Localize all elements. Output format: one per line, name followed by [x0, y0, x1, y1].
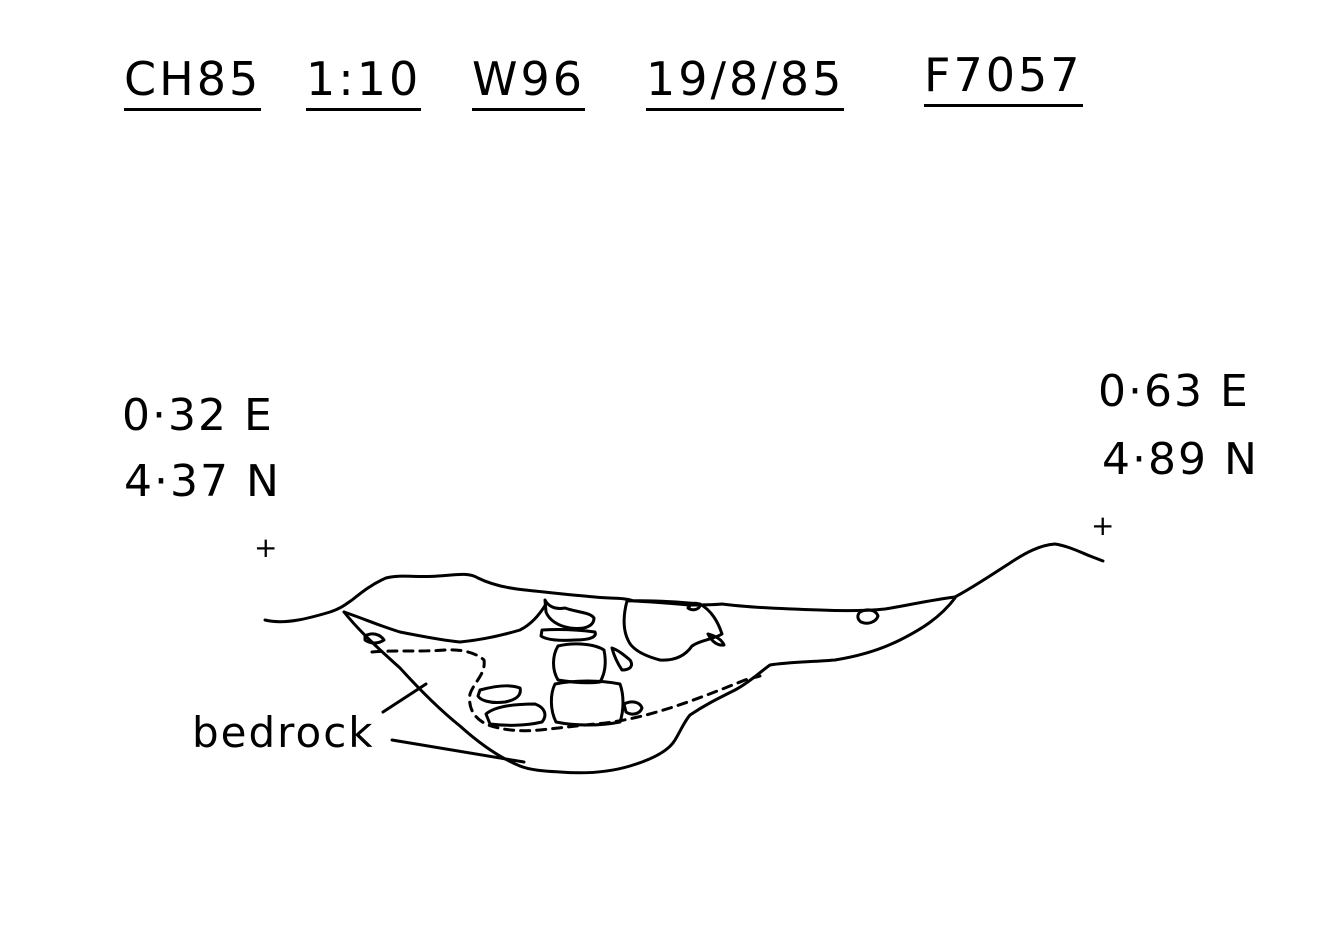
right-easting: 0·63 E [1098, 366, 1250, 417]
stone [476, 684, 522, 704]
stone [622, 599, 724, 662]
left-northing: 4·37 N [124, 456, 281, 507]
bedrock-leader-lower [390, 738, 526, 764]
right-datum-marker: + [1091, 509, 1117, 542]
feature-code: F7057 [924, 52, 1083, 107]
section-code: W96 [472, 56, 586, 111]
stone [549, 679, 625, 727]
feature-base-line [518, 596, 957, 775]
fill-boundary-dashed [370, 648, 762, 733]
ground-surface-line [263, 542, 1105, 624]
right-northing: 4·89 N [1102, 434, 1259, 485]
stone [706, 632, 726, 647]
cut-lower-line [342, 602, 548, 644]
stone [856, 608, 880, 625]
bedrock-label: bedrock [192, 708, 375, 757]
stone [610, 646, 634, 672]
stone [622, 700, 644, 716]
stone [484, 702, 547, 727]
site-code: CH85 [124, 56, 262, 111]
left-datum-marker: + [254, 531, 280, 564]
stone [543, 598, 596, 630]
scale-label: 1:10 [306, 56, 422, 111]
stone [552, 642, 607, 685]
date-label: 19/8/85 [646, 56, 845, 111]
stone [686, 601, 702, 612]
stone [539, 628, 597, 642]
left-easting: 0·32 E [122, 390, 274, 441]
stone [363, 632, 386, 645]
bedrock-leader-upper [381, 682, 428, 714]
